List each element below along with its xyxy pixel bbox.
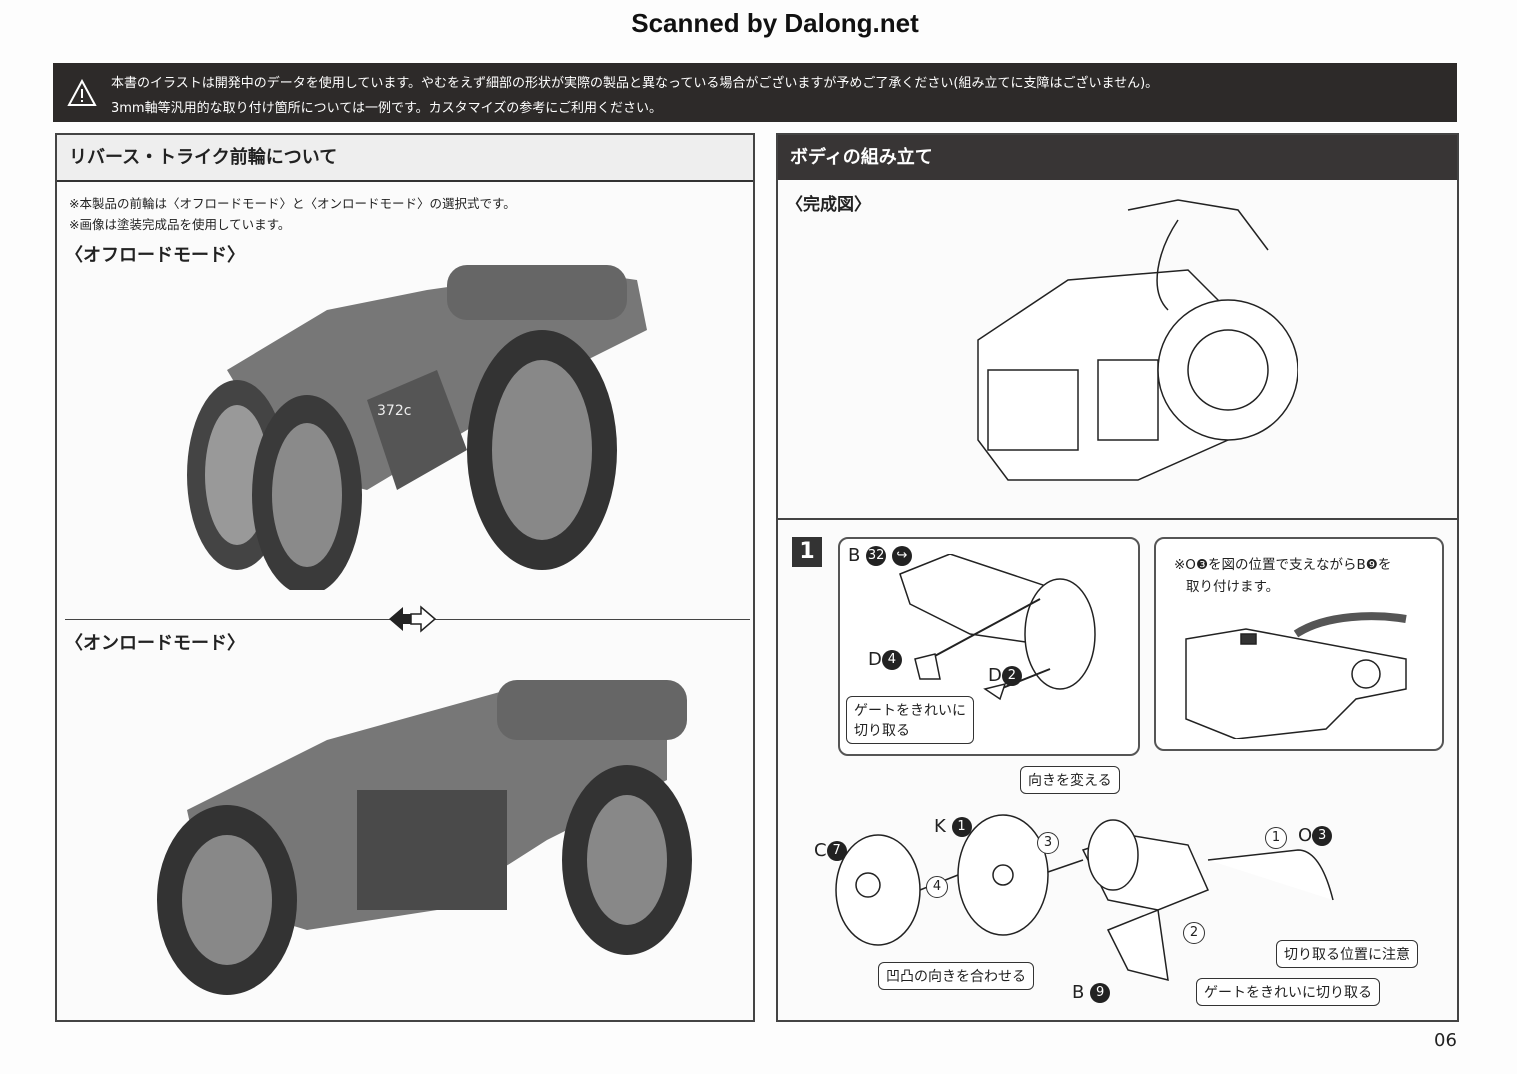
part-letter: B xyxy=(848,545,861,566)
main-assembly-drawing xyxy=(835,814,1334,981)
support-note-line-2: 取り付けます。 xyxy=(1186,579,1280,595)
warning-banner: 本書のイラストは開発中のデータを使用しています。やむをえず細部の形状が実際の製品… xyxy=(53,63,1457,122)
decal-text: 372c xyxy=(377,403,411,419)
completed-view-label: 〈完成図〉 xyxy=(786,195,871,215)
part-number: 2 xyxy=(1001,666,1022,686)
detail-box-right: ※O❸を図の位置で支えながらB❾を 取り付けます。 xyxy=(1154,537,1444,751)
part-number: 9 xyxy=(1090,983,1111,1003)
part-number: 32 xyxy=(866,546,887,566)
part-label-b32: B 32 ↪ xyxy=(848,545,912,566)
callout-align-notches: 凹凸の向きを合わせる xyxy=(878,962,1034,990)
sequence-3: 3 xyxy=(1037,832,1059,854)
completed-body-drawing xyxy=(977,199,1298,481)
part-letter: K xyxy=(934,816,946,837)
part-letter: O xyxy=(1298,825,1313,846)
part-label-k1: K 1 xyxy=(934,816,972,837)
note-selection: ※本製品の前輪は〈オフロードモード〉と〈オンロードモード〉の選択式です。 xyxy=(69,196,516,211)
body-assembly-panel: ボディの組み立て 〈完成図〉 xyxy=(776,133,1459,520)
swap-arrows-icon xyxy=(389,605,437,633)
sequence-2: 2 xyxy=(1183,922,1205,944)
frame-detail-drawing xyxy=(1185,612,1407,739)
bracket-part-drawing xyxy=(899,554,1096,701)
section-title-body-assembly: ボディの組み立て xyxy=(778,135,1457,180)
part-number: 7 xyxy=(826,841,847,861)
part-number: 3 xyxy=(1312,826,1333,846)
part-letter: D xyxy=(868,649,882,670)
warning-triangle-icon xyxy=(67,79,97,106)
callout-cut-position: 切り取る位置に注意 xyxy=(1276,940,1418,968)
part-number: 1 xyxy=(951,817,972,837)
callout-change-direction: 向きを変える xyxy=(1020,766,1120,794)
part-letter: C xyxy=(814,840,827,861)
note-painted: ※画像は塗装完成品を使用しています。 xyxy=(69,217,291,232)
step-number: 1 xyxy=(792,537,822,567)
nipper-icon: ↪ xyxy=(891,546,912,566)
part-letter: B xyxy=(1072,982,1085,1003)
part-label-b9: B 9 xyxy=(1072,982,1111,1003)
warning-line-2: 3mm軸等汎用的な取り付け箇所については一例です。カスタマイズの参考にご利用くだ… xyxy=(111,101,662,116)
onroad-bike-photo xyxy=(157,680,692,995)
onroad-mode-label: 〈オンロードモード〉 xyxy=(65,633,245,654)
callout-line: ゲートをきれいに xyxy=(854,703,966,719)
section-title-front-wheel: リバース・トライク前輪について xyxy=(57,135,753,182)
offroad-bike-photo: 372c xyxy=(187,265,647,590)
callout-clean-gate: ゲートをきれいに切り取る xyxy=(846,696,974,744)
offroad-mode-label: 〈オフロードモード〉 xyxy=(65,245,245,266)
warning-line-1: 本書のイラストは開発中のデータを使用しています。やむをえず細部の形状が実際の製品… xyxy=(111,76,1159,91)
part-letter: D xyxy=(988,665,1002,686)
part-number: 4 xyxy=(881,650,902,670)
front-wheel-panel: リバース・トライク前輪について ※本製品の前輪は〈オフロードモード〉と〈オンロー… xyxy=(55,133,755,1022)
sequence-4: 4 xyxy=(926,876,948,898)
sequence-1: 1 xyxy=(1265,827,1287,849)
callout-clean-gate-2: ゲートをきれいに切り取る xyxy=(1196,978,1380,1006)
callout-line: 切り取る xyxy=(854,723,910,739)
scan-watermark-title: Scanned by Dalong.net xyxy=(631,8,919,38)
support-note-line-1: ※O❸を図の位置で支えながらB❾を xyxy=(1174,557,1392,573)
page-number: 06 xyxy=(1434,1030,1457,1051)
